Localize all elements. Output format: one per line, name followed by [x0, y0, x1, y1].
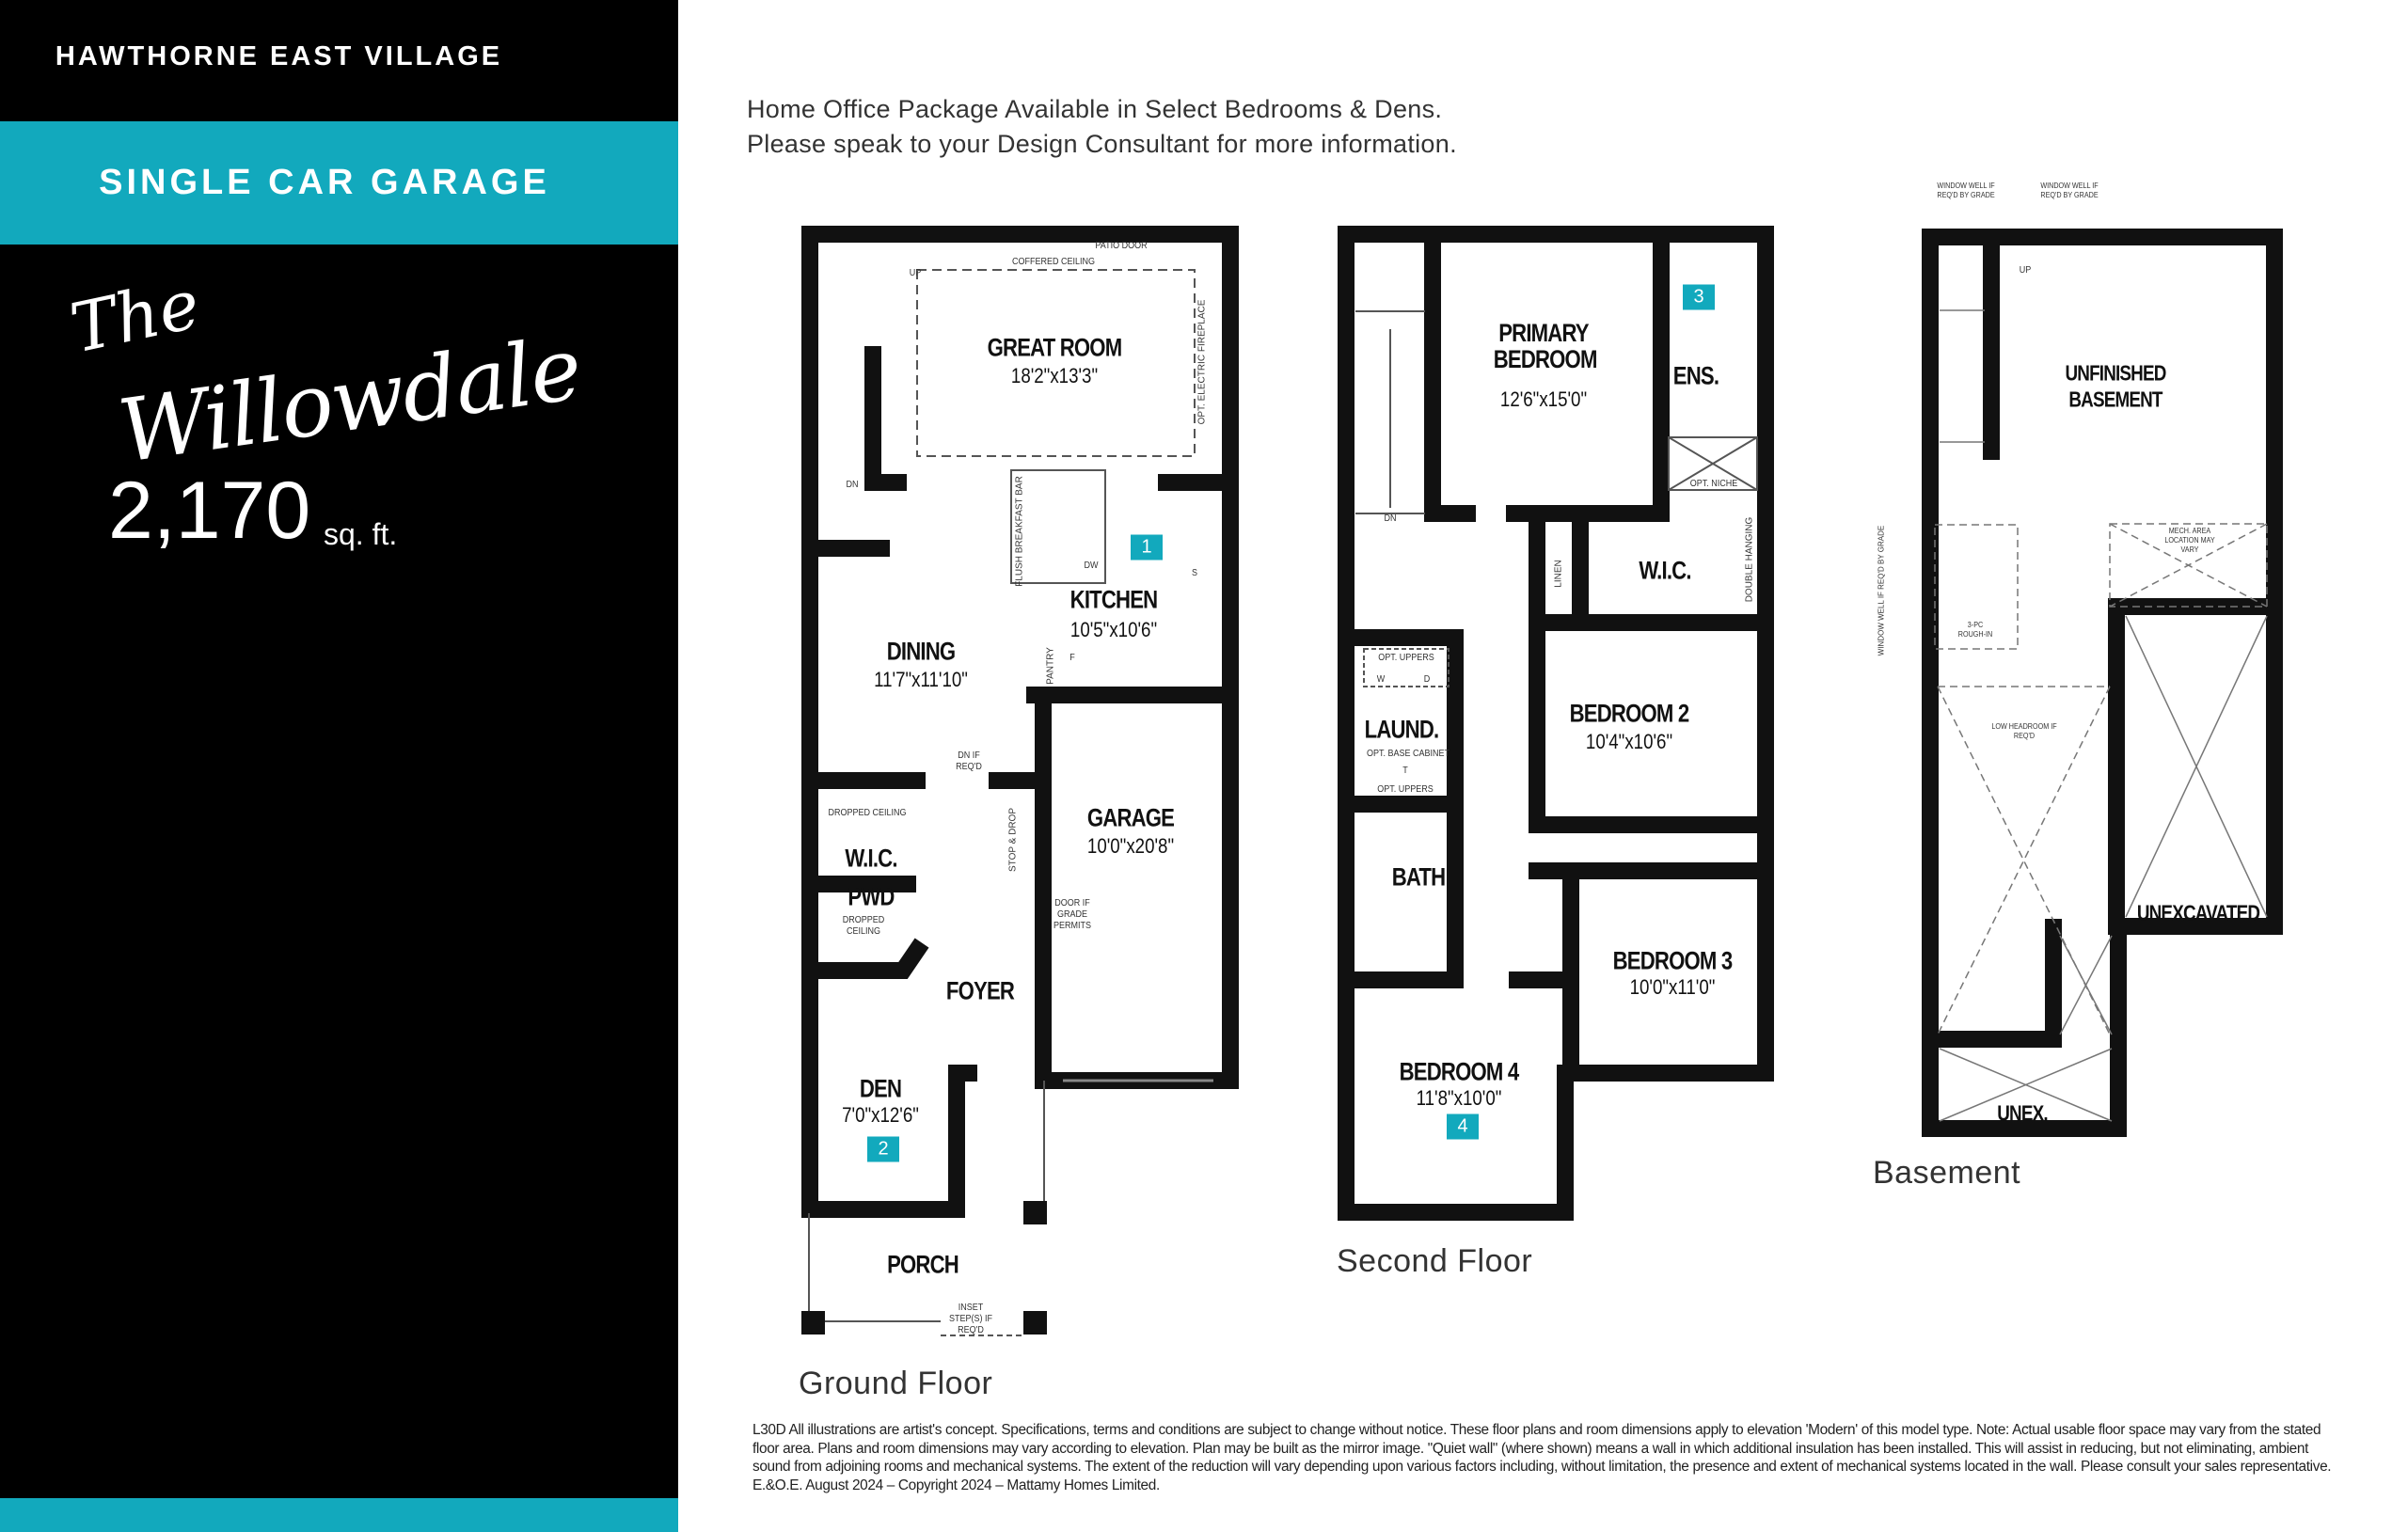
note: WINDOW WELL IF REQ'D BY GRADE [1877, 525, 1886, 656]
intro-line-1: Home Office Package Available in Select … [747, 95, 1443, 123]
room-name: UNFINISHED BASEMENT [2065, 360, 2166, 412]
community-name: HAWTHORNE EAST VILLAGE [55, 41, 503, 71]
garage-type: SINGLE CAR GARAGE [99, 163, 550, 202]
room-dims: 10'5"x10'6" [1069, 618, 1158, 641]
note: OPT. UPPERS [1378, 653, 1434, 663]
note: S [1191, 568, 1198, 578]
note: UP [2019, 265, 2032, 276]
note: LOW HEADROOM IF REQ'D [1991, 722, 2057, 740]
room-unfinished-basement: UNFINISHED BASEMENT [2058, 360, 2174, 414]
room-name: PRIMARY BEDROOM [1493, 319, 1598, 373]
note: OPT. ELECTRIC FIREPLACE [1196, 299, 1208, 425]
room-powder: PWD [848, 882, 895, 911]
ground-floor-details [808, 269, 1213, 1336]
note: STOP & DROP [1007, 808, 1019, 872]
note: DOOR IF GRADE PERMITS [1053, 898, 1091, 931]
note: DROPPED CEILING [842, 915, 885, 937]
note: DW [1084, 561, 1099, 571]
note: F [1069, 653, 1075, 663]
room-primary-bedroom: PRIMARY BEDROOM [1493, 319, 1598, 374]
note: OPT. BASE CABINET [1366, 749, 1450, 759]
ground-floor-walls [801, 226, 1239, 1218]
basement-details [1934, 309, 2268, 1122]
room-unex: UNEX. [1997, 1100, 2048, 1126]
note: DROPPED CEILING [828, 808, 907, 818]
room-bath: BATH [1391, 862, 1446, 892]
note: INSET STEP(S) IF REQ'D [948, 1303, 993, 1335]
room-kitchen: KITCHEN [1069, 585, 1158, 614]
floor-title-basement: Basement [1873, 1155, 2021, 1191]
note: PANTRY [1045, 647, 1056, 685]
bottom-accent-band [0, 1498, 678, 1532]
home-office-badge: 2 [867, 1136, 899, 1162]
room-ensuite: ENS. [1672, 361, 1719, 390]
floor-title-ground: Ground Floor [799, 1366, 993, 1401]
note: MECH. AREA LOCATION MAY VARY [2164, 527, 2215, 554]
porch-columns [801, 1201, 1047, 1335]
floor-title-second: Second Floor [1337, 1243, 1533, 1279]
note: WINDOW WELL IF REQ'D BY GRADE [2040, 182, 2099, 199]
room-dims: 10'0"x20'8" [1086, 834, 1175, 858]
room-bedroom-4: BEDROOM 4 [1399, 1057, 1520, 1086]
garage-type-band [0, 121, 678, 245]
note: OPT. UPPERS [1377, 784, 1434, 795]
note: WINDOW WELL IF REQ'D BY GRADE [1937, 182, 1995, 199]
home-office-badge: 4 [1447, 1113, 1479, 1140]
room-wic: W.I.C. [1639, 556, 1691, 585]
note: 3-PC ROUGH-IN [1957, 621, 1993, 639]
intro-line-2: Please speak to your Design Consultant f… [747, 130, 1457, 158]
room-porch: PORCH [887, 1250, 959, 1279]
room-wic: W.I.C. [845, 844, 897, 873]
room-dims: 7'0"x12'6" [842, 1103, 919, 1127]
room-bedroom-3: BEDROOM 3 [1612, 946, 1734, 975]
square-footage-unit: sq. ft. [324, 517, 398, 551]
room-dims: 11'8"x10'0" [1416, 1086, 1502, 1110]
note: COFFERED CEILING [1011, 257, 1096, 267]
room-unexcavated: UNEXCAVATED [2136, 900, 2260, 925]
note: UP [909, 268, 922, 278]
room-dims: 10'4"x10'6" [1585, 730, 1673, 753]
home-office-badge: 3 [1683, 284, 1715, 310]
room-dims: 10'0"x11'0" [1629, 975, 1716, 999]
room-foyer: FOYER [945, 976, 1015, 1005]
note: D [1423, 674, 1431, 685]
note: T [1402, 766, 1408, 776]
square-footage: 2,170 [108, 466, 311, 556]
note: DN [846, 480, 859, 490]
second-floor-details [1355, 310, 1758, 687]
room-dims: 12'6"x15'0" [1499, 387, 1588, 411]
room-bedroom-2: BEDROOM 2 [1569, 699, 1690, 728]
note: DN [1384, 513, 1397, 524]
note: PATIO DOOR [1095, 241, 1148, 251]
note: LINEN [1553, 560, 1564, 588]
legal-disclaimer: L30D All illustrations are artist's conc… [752, 1422, 2332, 1493]
room-dims: 11'7"x11'10" [874, 668, 968, 691]
note: W [1376, 674, 1386, 685]
room-great-room: GREAT ROOM [987, 333, 1123, 362]
room-dining: DINING [886, 637, 956, 666]
room-garage: GARAGE [1086, 803, 1175, 832]
second-floor-walls [1338, 226, 1774, 1221]
note: DOUBLE HANGING [1744, 516, 1755, 603]
sidebar-panel: HAWTHORNE EAST VILLAGE SINGLE CAR GARAGE… [0, 0, 678, 1532]
room-laundry: LAUND. [1364, 715, 1440, 744]
room-dims: 18'2"x13'3" [1010, 364, 1099, 387]
room-den: DEN [859, 1074, 902, 1103]
note: FLUSH BREAKFAST BAR [1014, 476, 1025, 587]
home-office-badge: 1 [1131, 534, 1163, 561]
note: DN IF REQ'D [956, 750, 982, 772]
note: OPT. NICHE [1689, 479, 1738, 489]
